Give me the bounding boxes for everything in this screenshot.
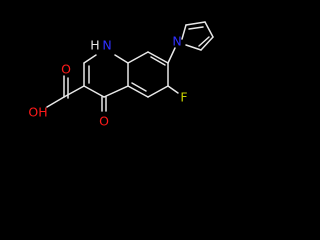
- fluorine-bond: [167, 85, 179, 94]
- pyrrole-nitrogen-label: N: [172, 34, 181, 49]
- pyridone-ring-bonds: [83, 54, 129, 98]
- keto-oxygen-label: O: [99, 114, 109, 129]
- carboxyl-bonds: [46, 75, 85, 108]
- quinolone-structure-diagram: H N O OH O F N: [28, 21, 214, 129]
- keto-bond: [101, 96, 107, 112]
- ring-nh-hydrogen-label: H: [90, 38, 99, 53]
- fluorine-label: F: [180, 90, 187, 105]
- pyrrole-bonds: [167, 21, 214, 64]
- hydroxyl-label: OH: [28, 105, 47, 120]
- benzene-ring-bonds: [127, 51, 169, 98]
- acid-carbonyl-oxygen-label: O: [61, 62, 71, 77]
- ring-nitrogen-label: N: [102, 38, 111, 53]
